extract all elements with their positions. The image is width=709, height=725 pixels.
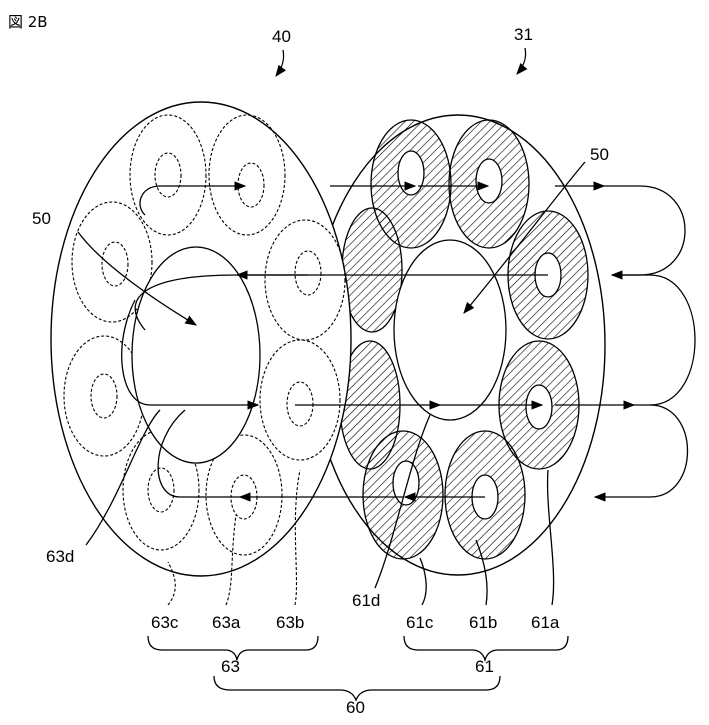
- figure-label: 図 2B: [8, 13, 48, 31]
- label-61d: 61d: [352, 591, 380, 610]
- fiber-40: [51, 102, 351, 576]
- core-61d: [394, 240, 506, 420]
- label-60: 60: [346, 698, 365, 717]
- leader-31: [517, 48, 526, 74]
- label-61: 61: [475, 657, 494, 676]
- leader-40: [276, 50, 284, 76]
- label-63c: 63c: [151, 613, 179, 632]
- braces: [148, 636, 568, 700]
- brace-60: [214, 676, 500, 700]
- label-40: 40: [272, 27, 291, 46]
- fiber-31: [311, 115, 605, 580]
- label-50-left: 50: [32, 209, 51, 228]
- label-63b: 63b: [276, 613, 304, 632]
- label-31: 31: [514, 25, 533, 44]
- label-61b: 61b: [469, 613, 497, 632]
- label-61c: 61c: [406, 613, 434, 632]
- core-61b: [445, 431, 525, 559]
- core-63d: [132, 247, 260, 463]
- label-63a: 63a: [212, 613, 241, 632]
- label-63: 63: [221, 657, 240, 676]
- label-63d: 63d: [46, 547, 74, 566]
- label-50-right: 50: [590, 145, 609, 164]
- label-61a: 61a: [531, 613, 560, 632]
- core-61-left-upper: [342, 208, 402, 332]
- core-61-top-right: [449, 120, 529, 248]
